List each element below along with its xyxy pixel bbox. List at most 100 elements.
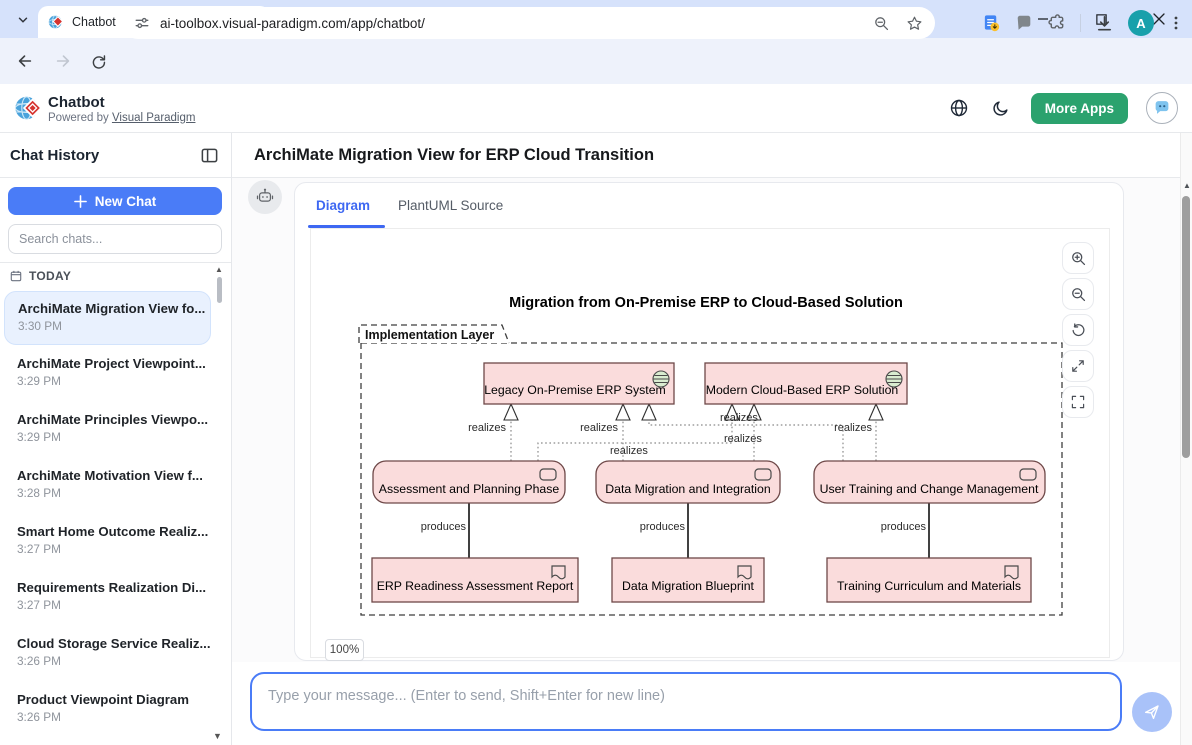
chat-time: 3:27 PM	[17, 598, 211, 612]
chat-title: ArchiMate Migration View fo...	[18, 301, 210, 316]
chat-list-item[interactable]: Smart Home Outcome Realiz... 3:27 PM	[4, 515, 211, 569]
chatbot-assistant-icon[interactable]	[1146, 92, 1178, 124]
url-text[interactable]: ai-toolbox.visual-paradigm.com/app/chatb…	[160, 16, 863, 31]
chat-time: 3:28 PM	[17, 486, 211, 500]
bookmark-star-icon[interactable]	[906, 15, 923, 32]
profile-avatar[interactable]: A	[1128, 10, 1154, 36]
diagram-viewport[interactable]: Migration from On-Premise ERP to Cloud-B…	[310, 228, 1110, 658]
reset-view-button[interactable]	[1062, 314, 1094, 346]
plateau-icon	[886, 371, 902, 387]
diagram-zoom-controls	[1062, 242, 1094, 418]
chat-time: 3:26 PM	[17, 710, 211, 724]
visual-paradigm-logo	[13, 92, 45, 124]
edge-label: produces	[421, 521, 467, 533]
vendor-link[interactable]: Visual Paradigm	[112, 112, 196, 124]
tab-diagram[interactable]: Diagram	[316, 198, 370, 213]
browser-menu-kebab-icon[interactable]	[1168, 15, 1184, 31]
conversation-titlebar: ArchiMate Migration View for ERP Cloud T…	[232, 133, 1180, 178]
back-icon[interactable]	[10, 46, 40, 76]
sidebar-scrollbar-thumb[interactable]	[217, 277, 222, 303]
app-header-actions: More Apps	[947, 90, 1178, 126]
chat-time: 3:29 PM	[17, 374, 211, 388]
zoom-out-button[interactable]	[1062, 278, 1094, 310]
node-label: Modern Cloud-Based ERP Solution	[706, 383, 899, 397]
node-label: User Training and Change Management	[820, 482, 1039, 496]
sidebar-header: Chat History	[0, 133, 231, 178]
sidepanel-comment-icon[interactable]	[1015, 14, 1033, 32]
sidebar-scroll-up-icon[interactable]: ▲	[215, 265, 223, 274]
plateau-icon	[653, 371, 669, 387]
chat-list-item[interactable]: Product Viewpoint Diagram 3:26 PM	[4, 683, 211, 737]
tab-plantuml-source[interactable]: PlantUML Source	[398, 198, 503, 213]
chat-list-item[interactable]: ArchiMate Migration View fo... 3:30 PM	[4, 291, 211, 345]
send-button[interactable]	[1132, 692, 1172, 732]
group-label: Implementation Layer	[365, 328, 494, 342]
site-settings-tune-icon[interactable]	[134, 15, 150, 31]
message-input[interactable]	[250, 672, 1122, 731]
browser-toolbar	[0, 38, 1192, 84]
chat-title: ArchiMate Project Viewpoint...	[17, 356, 211, 371]
favicon-visual-paradigm	[48, 14, 64, 30]
fit-expand-button[interactable]	[1062, 350, 1094, 382]
more-apps-button[interactable]: More Apps	[1031, 93, 1128, 124]
sidebar-scroll-down-icon[interactable]: ▼	[213, 731, 222, 741]
chat-title: Cloud Storage Service Realiz...	[17, 636, 211, 651]
forward-icon[interactable]	[48, 46, 78, 76]
zoom-indicator-icon[interactable]	[873, 15, 890, 32]
refresh-icon[interactable]	[83, 46, 113, 76]
today-section-header: TODAY	[10, 269, 71, 283]
edge-label: realizes	[720, 412, 758, 424]
collapse-sidebar-icon[interactable]	[197, 143, 221, 167]
toolbar-extensions: A	[982, 7, 1184, 39]
produces-edges	[469, 503, 929, 558]
chat-time: 3:29 PM	[17, 430, 211, 444]
realization-edges	[511, 420, 876, 461]
dark-mode-moon-icon[interactable]	[989, 96, 1013, 120]
url-bar[interactable]: ai-toolbox.visual-paradigm.com/app/chatb…	[122, 7, 935, 39]
extensions-puzzle-icon[interactable]	[1047, 14, 1066, 33]
archimate-diagram: Migration from On-Premise ERP to Cloud-B…	[356, 286, 1066, 626]
docs-extension-icon[interactable]	[982, 14, 1001, 33]
chat-title: Requirements Realization Di...	[17, 580, 211, 595]
sidebar-divider	[0, 262, 231, 263]
calendar-icon	[10, 270, 22, 282]
node-label: Assessment and Planning Phase	[379, 482, 560, 496]
search-chats-input[interactable]	[8, 224, 222, 254]
node-label: ERP Readiness Assessment Report	[377, 579, 574, 593]
tab-search-chevron-icon[interactable]	[8, 7, 38, 33]
fullscreen-button[interactable]	[1062, 386, 1094, 418]
downloads-icon[interactable]	[1095, 14, 1114, 33]
diagram-title: Migration from On-Premise ERP to Cloud-B…	[509, 295, 903, 311]
new-chat-button[interactable]: New Chat	[8, 187, 222, 215]
edge-label: realizes	[468, 422, 506, 434]
chat-title: ArchiMate Motivation View f...	[17, 468, 211, 483]
chat-history-title: Chat History	[10, 147, 197, 164]
edge-label: realizes	[724, 433, 762, 445]
chat-list-item[interactable]: ArchiMate Motivation View f... 3:28 PM	[4, 459, 211, 513]
page-scrollbar-thumb[interactable]	[1182, 196, 1190, 458]
new-chat-label: New Chat	[95, 194, 157, 209]
chat-title: ArchiMate Principles Viewpo...	[17, 412, 211, 427]
zoom-level-badge: 100%	[325, 639, 364, 661]
chat-time: 3:26 PM	[17, 654, 211, 668]
chat-title: Smart Home Outcome Realiz...	[17, 524, 211, 539]
chat-list-item[interactable]: Cloud Storage Service Realiz... 3:26 PM	[4, 627, 211, 681]
today-label: TODAY	[29, 269, 71, 283]
chat-title: Product Viewpoint Diagram	[17, 692, 211, 707]
plus-icon	[74, 195, 87, 208]
bot-avatar	[248, 180, 282, 214]
edge-label: realizes	[834, 422, 872, 434]
chat-list-item[interactable]: ArchiMate Project Viewpoint... 3:29 PM	[4, 347, 211, 401]
chat-time: 3:27 PM	[17, 542, 211, 556]
chat-list: ArchiMate Migration View fo... 3:30 PM A…	[0, 291, 215, 739]
zoom-in-button[interactable]	[1062, 242, 1094, 274]
chat-list-item[interactable]: ArchiMate Principles Viewpo... 3:29 PM	[4, 403, 211, 457]
edge-label: realizes	[610, 445, 648, 457]
chat-list-item[interactable]: Requirements Realization Di... 3:27 PM	[4, 571, 211, 625]
language-globe-icon[interactable]	[947, 96, 971, 120]
conversation-title: ArchiMate Migration View for ERP Cloud T…	[254, 146, 654, 165]
app-title: Chatbot	[48, 94, 105, 111]
realization-arrowheads	[504, 404, 883, 420]
chat-time: 3:30 PM	[18, 319, 210, 333]
scrollbar-up-icon[interactable]: ▲	[1183, 181, 1191, 190]
